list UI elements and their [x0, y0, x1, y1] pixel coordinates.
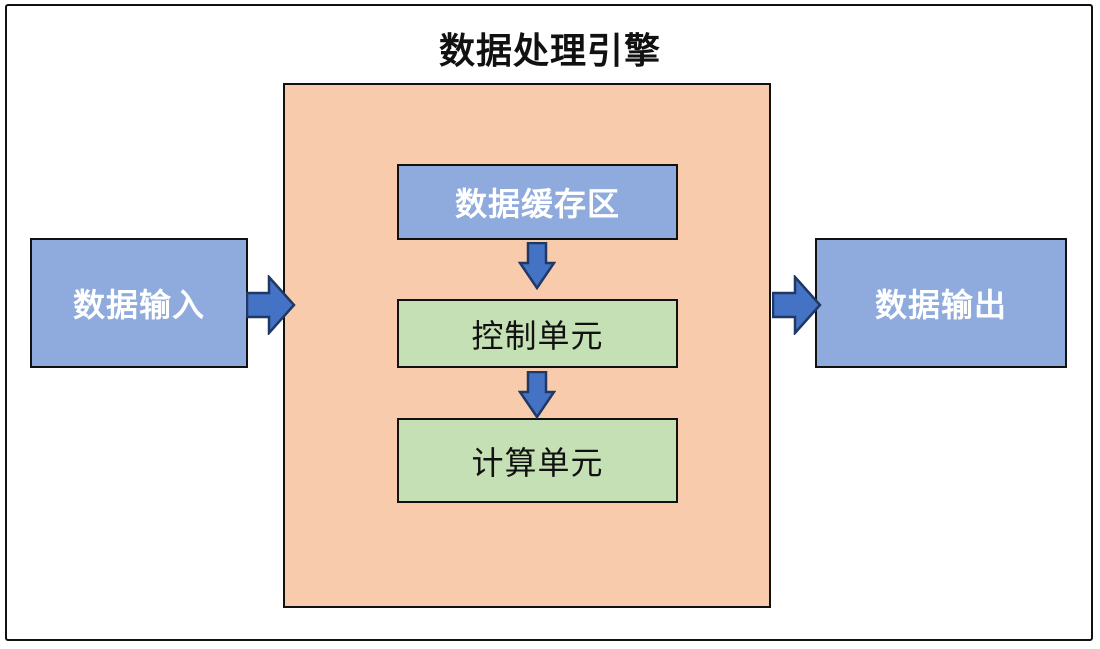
node-data-buffer: 数据缓存区: [397, 164, 678, 240]
diagram-title: 数据处理引擎: [438, 31, 661, 72]
node-control-unit: 控制单元: [397, 299, 678, 368]
node-compute-unit-label: 计算单元: [471, 443, 604, 482]
node-data-input: 数据输入: [30, 238, 248, 368]
node-data-output-label: 数据输出: [874, 286, 1007, 324]
arrow-down-control-to-compute-icon: [518, 371, 556, 419]
arrow-right-input-icon: [246, 275, 296, 335]
node-data-buffer-label: 数据缓存区: [454, 185, 620, 223]
node-data-input-label: 数据输入: [72, 286, 205, 324]
arrow-down-buffer-to-control-icon: [518, 242, 556, 290]
arrow-right-output-icon: [772, 275, 822, 335]
node-compute-unit: 计算单元: [397, 418, 678, 503]
node-control-unit-label: 控制单元: [471, 316, 604, 355]
node-data-output: 数据输出: [815, 238, 1067, 368]
